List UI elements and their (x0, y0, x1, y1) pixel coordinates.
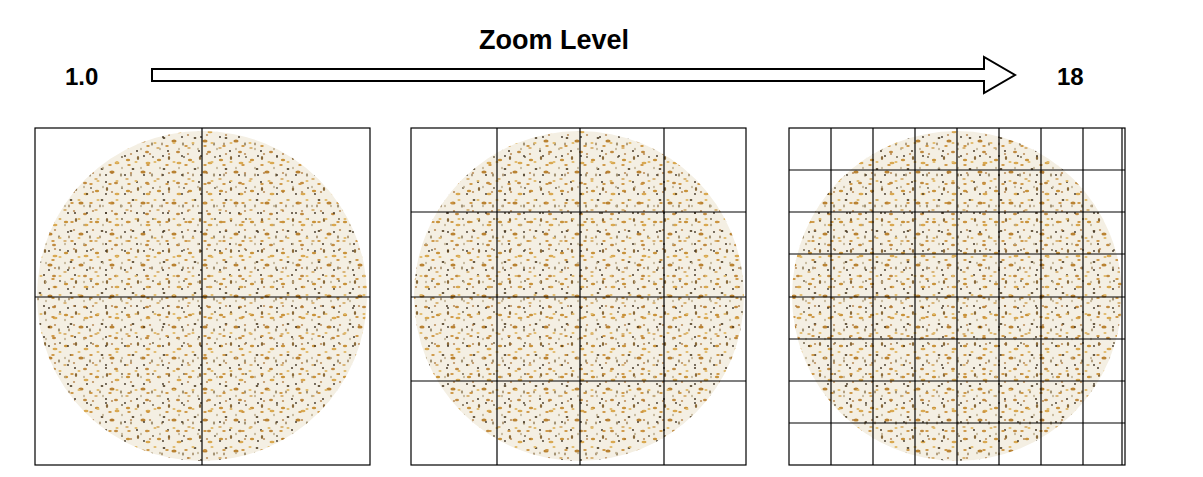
panel-frame (411, 128, 746, 465)
zoom-value: 1.0 (65, 63, 98, 91)
diagram-title: Zoom Level (479, 25, 629, 56)
grid-lines (789, 128, 1125, 465)
zoom-arrow (152, 57, 1015, 93)
panel-frame (789, 128, 1125, 465)
specimen-disc (414, 131, 744, 461)
grid-line (35, 296, 370, 297)
tile-panel (789, 128, 1125, 465)
zoom-value: 18 (1057, 63, 1084, 91)
specimen-texture (414, 131, 744, 461)
tile-panel (411, 128, 746, 465)
panel-frame (35, 128, 370, 465)
grid-lines (411, 128, 746, 465)
tile-panel (35, 128, 370, 465)
specimen-texture (414, 131, 744, 461)
